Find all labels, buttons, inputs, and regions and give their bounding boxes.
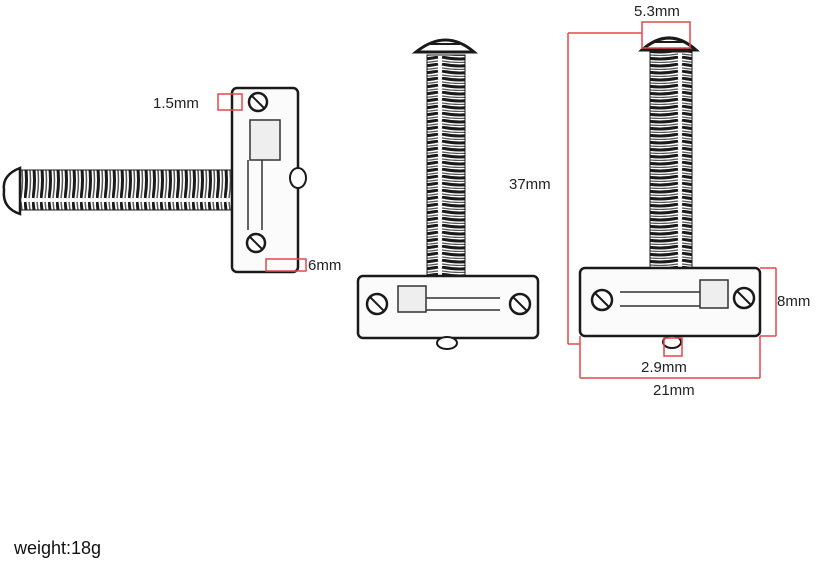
thickness-label: 6mm <box>308 257 341 274</box>
middle-spring <box>426 54 466 278</box>
right-spring <box>649 51 693 269</box>
side-view-saddle <box>2 86 307 274</box>
weight-label: weight:18g <box>14 538 102 558</box>
side-nub <box>289 167 307 189</box>
hole-dia-marker <box>217 93 243 111</box>
head-width-label: 5.3mm <box>634 3 680 20</box>
front-view-saddle <box>356 38 540 350</box>
hole-marker <box>663 337 683 357</box>
side-screw-head <box>2 166 22 216</box>
hole-dia-label: 1.5mm <box>153 95 199 112</box>
middle-bottom-nub <box>436 336 458 350</box>
thickness-marker <box>265 258 307 272</box>
height-label: 8mm <box>777 293 810 310</box>
length-label: 37mm <box>509 176 551 193</box>
head-width-marker <box>641 21 691 49</box>
side-spring <box>19 169 236 211</box>
middle-screw-head <box>411 38 479 54</box>
hole-label: 2.9mm <box>641 359 687 376</box>
width-label: 21mm <box>653 382 695 399</box>
right-bottom-nub <box>662 335 682 349</box>
dimensioned-view-saddle <box>578 36 762 349</box>
dimension-lines <box>567 21 777 379</box>
